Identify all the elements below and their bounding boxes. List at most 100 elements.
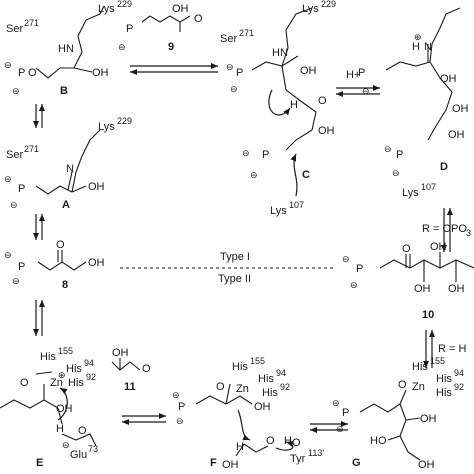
atom-n-a: N [66, 163, 74, 175]
compound-g: His 155 His 94 His 92 O Zn OH HO OH P ⊖ … [332, 356, 464, 471]
residue-ser271-b: Ser [6, 23, 23, 35]
residue-his92-e: His [68, 377, 84, 389]
charge-g1: ⊖ [332, 398, 340, 408]
atom-zn-f: Zn [236, 383, 249, 395]
atom-oh-d3: OH [448, 129, 465, 141]
atom-p-9: P [126, 23, 133, 35]
atom-p-c2: P [262, 149, 269, 161]
label-type-1: Type I [220, 251, 250, 263]
residue-lys229-a: Lys [98, 121, 115, 133]
sup-107-c: 107 [289, 200, 304, 210]
atom-oh-c2: OH [318, 125, 335, 137]
arrow-f-g [310, 421, 348, 433]
arrow-8-e [33, 300, 45, 336]
charge-zn-e: ⊕ [58, 370, 66, 380]
sup-229-c: 229 [321, 0, 336, 9]
sup-94-f: 94 [276, 368, 286, 378]
charge-10a: ⊖ [342, 254, 350, 264]
atom-hn-b: HN [58, 43, 74, 55]
sup-271-c: 271 [239, 28, 254, 38]
atom-o-e1: O [20, 377, 29, 389]
atom-p-d2: P [396, 149, 403, 161]
sup-92-f: 92 [280, 382, 290, 392]
sup-113: 113' [308, 448, 324, 458]
atom-o-9: O [194, 13, 203, 25]
sup-155-e: 155 [58, 346, 73, 356]
charge-10b: ⊖ [350, 280, 358, 290]
atom-n-d: N [424, 41, 432, 53]
atom-p-b: P [18, 67, 25, 79]
atom-oh-10c: OH [448, 283, 465, 295]
atom-oh-a: OH [88, 181, 105, 193]
charge-e: ⊖ [62, 440, 70, 450]
label-c: C [302, 169, 310, 181]
atom-oh-d1: OH [440, 73, 457, 85]
arrow-d-10: R = OPO 3 [422, 208, 471, 252]
arrow-c-d: H+ [336, 69, 380, 97]
atom-oh-d2: OH [452, 103, 469, 115]
charge-b1: ⊖ [4, 60, 12, 70]
atom-oh-f2: OH [222, 459, 239, 471]
atom-h-d: H [412, 41, 420, 53]
atom-o-10: O [402, 243, 411, 255]
atom-o-b: O [28, 67, 37, 79]
label-r-opo3: R = OPO [422, 223, 467, 235]
atom-o-f1: O [216, 381, 225, 393]
sup-94-g: 94 [454, 368, 464, 378]
compound-11: OH O 11 [111, 347, 151, 393]
label-r-opo3-sub: 3 [466, 228, 471, 238]
charge-a1: ⊖ [4, 174, 12, 184]
sup-73: 73 [88, 444, 98, 454]
atom-h-f: H [236, 441, 244, 453]
label-11: 11 [124, 381, 136, 393]
atom-o-11: O [142, 363, 151, 375]
charge-c4: ⊖ [250, 170, 258, 180]
compound-d: H N ⊕ OH OH OH P ⊖ P ⊖ ⊖ D Lys 107 [358, 7, 469, 199]
label-e: E [36, 457, 43, 469]
atom-h-c: H [290, 99, 298, 111]
charge-c1: ⊖ [226, 62, 234, 72]
charge-d2: ⊖ [384, 144, 392, 154]
residue-his94-f: His [258, 373, 274, 385]
atom-ho-g: HO [370, 435, 387, 447]
charge-a2: ⊖ [10, 200, 18, 210]
atom-p-g: P [342, 407, 349, 419]
atom-oh-10a: OH [414, 283, 431, 295]
charge-d-plus: ⊕ [414, 32, 422, 42]
residue-ser271-c: Ser [220, 33, 237, 45]
charge-f2: ⊖ [176, 416, 184, 426]
charge-8a: ⊖ [4, 250, 12, 260]
residue-tyr113: Tyr [290, 453, 306, 465]
sup-92-g: 92 [454, 382, 464, 392]
residue-lys229-b: Lys [98, 3, 115, 15]
atom-o-f2: O [266, 435, 275, 447]
arrow-b-c: OH O P ⊖ 9 [118, 3, 218, 75]
residue-lys107-c: Lys [270, 205, 287, 217]
atom-oh-g1: OH [420, 413, 437, 425]
residue-his92-g: His [436, 387, 452, 399]
charge-f1: ⊖ [172, 390, 180, 400]
compound-a: Lys 229 Ser 271 N OH P ⊖ ⊖ A [4, 104, 132, 211]
atom-oh-f1: OH [254, 401, 271, 413]
charge-d3: ⊖ [392, 168, 400, 178]
label-9: 9 [168, 41, 174, 53]
atom-oh-10b: OH [430, 241, 447, 253]
residue-his155-f: His [232, 361, 248, 373]
atom-oh-b: OH [92, 67, 109, 79]
label-r-h: R = H [438, 343, 466, 355]
residue-lys107-d: Lys [402, 187, 419, 199]
sup-229-b: 229 [117, 0, 132, 9]
charge-d1: ⊖ [362, 86, 370, 96]
label-h-plus: H+ [346, 69, 360, 81]
label-b: B [60, 85, 68, 97]
residue-ser271-a: Ser [6, 149, 23, 161]
compound-10: O OH OH OH P ⊖ ⊖ 10 [342, 241, 474, 321]
charge-c2: ⊖ [230, 84, 238, 94]
sup-271-a: 271 [24, 144, 39, 154]
atom-oh-e: OH [56, 403, 73, 415]
sup-92-e: 92 [86, 372, 96, 382]
compound-c: Lys 229 Ser 271 HN OH P ⊖ ⊖ H O OH P ⊖ ⊖… [220, 0, 336, 217]
atom-o-e2: O [78, 425, 87, 437]
residue-his94-e: His [66, 363, 82, 375]
